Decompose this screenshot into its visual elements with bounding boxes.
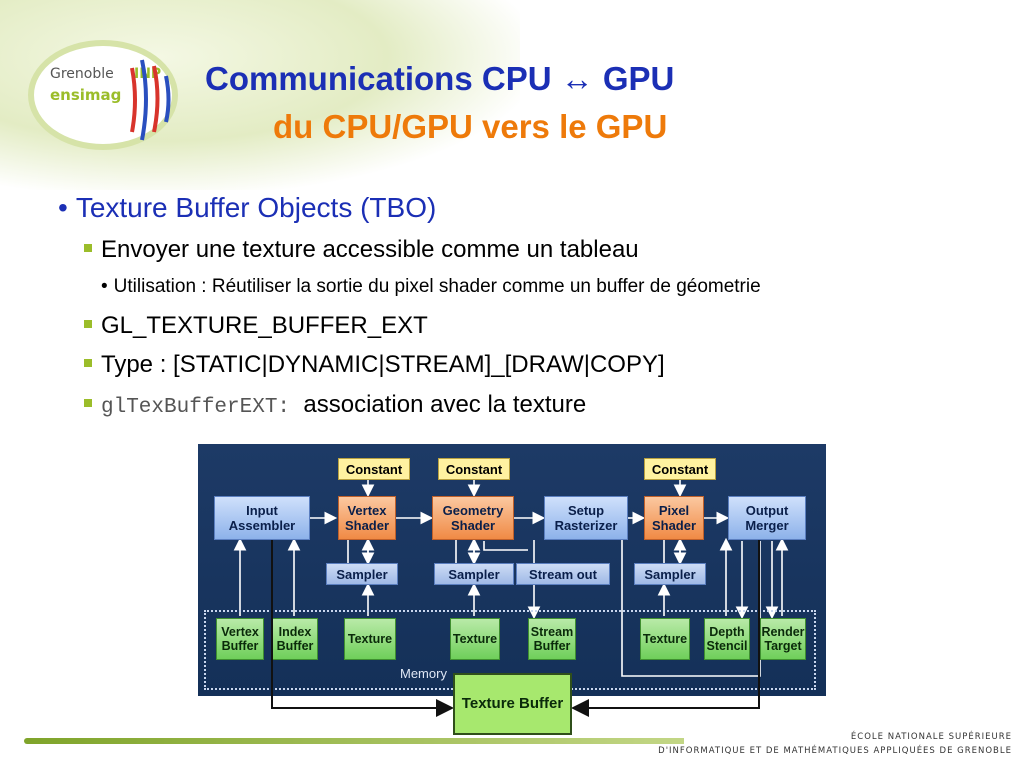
bullet-tbo: •Texture Buffer Objects (TBO) (58, 192, 436, 224)
slide-title-line2: du CPU/GPU vers le GPU (273, 108, 668, 145)
logo-text-ensimag: ensimag (50, 86, 122, 104)
constant-box-2: Constant (438, 458, 510, 480)
slide-title-line1: Communications CPU ↔ GPU (205, 60, 675, 97)
bullet-type: Type : [STATIC|DYNAMIC|STREAM]_[DRAW|COP… (84, 351, 665, 379)
square-bullet-icon (84, 319, 92, 328)
constant-box-1: Constant (338, 458, 410, 480)
gpu-pipeline-diagram: Constant Constant Constant Input Assembl… (198, 444, 826, 696)
depth-stencil-box: Depth Stencil (704, 618, 750, 660)
bullet-dot-icon: • (58, 192, 68, 223)
bullet-tbo-text: Texture Buffer Objects (TBO) (75, 192, 437, 223)
sampler-box-1: Sampler (326, 563, 398, 585)
footer-background (684, 728, 1024, 760)
code-gltexbufferext: glTexBufferEXT: (101, 396, 291, 419)
index-buffer-box: Index Buffer (272, 618, 318, 660)
bullet-envoyer: Envoyer une texture accessible comme un … (84, 236, 639, 264)
stream-out-box: Stream out (516, 563, 610, 585)
constant-box-3: Constant (644, 458, 716, 480)
footer-school-line2: D'INFORMATIQUE ET DE MATHÉMATIQUES APPLI… (658, 746, 1012, 756)
grenoble-inp-ensimag-logo: Grenoble INP ensimag (28, 40, 188, 150)
texture-box-1: Texture (344, 618, 396, 660)
memory-label: Memory (400, 666, 447, 681)
output-merger-box: Output Merger (728, 496, 806, 540)
sampler-box-2: Sampler (434, 563, 514, 585)
input-assembler-box: Input Assembler (214, 496, 310, 540)
vertex-buffer-box: Vertex Buffer (216, 618, 264, 660)
bullet-gltexbufferext: glTexBufferEXT: association avec la text… (84, 391, 586, 419)
square-bullet-icon (84, 358, 92, 367)
texture-buffer-box: Texture Buffer (453, 673, 572, 735)
geometry-shader-box: Geometry Shader (432, 496, 514, 540)
bullet-gl-texture-buffer-text: GL_TEXTURE_BUFFER_EXT (101, 312, 428, 339)
bullet-dot-icon: • (101, 276, 108, 297)
bullet-envoyer-text: Envoyer une texture accessible comme un … (101, 236, 639, 263)
bullet-type-text: Type : [STATIC|DYNAMIC|STREAM]_[DRAW|COP… (101, 351, 665, 378)
bullet-utilisation: •Utilisation : Réutiliser la sortie du p… (101, 276, 761, 298)
pixel-shader-box: Pixel Shader (644, 496, 704, 540)
footer-school-line1: ÉCOLE NATIONALE SUPÉRIEURE (850, 732, 1012, 742)
square-bullet-icon (84, 243, 92, 252)
bullet-utilisation-text: Utilisation : Réutiliser la sortie du pi… (113, 276, 761, 297)
stream-buffer-box: Stream Buffer (528, 618, 576, 660)
bullet-gltexbufferext-text: association avec la texture (303, 391, 587, 418)
logo-stripes-icon (130, 59, 171, 141)
footer-line (24, 738, 1014, 744)
logo-text-grenoble: Grenoble (50, 66, 114, 82)
setup-rasterizer-box: Setup Rasterizer (544, 496, 628, 540)
bullet-gl-texture-buffer: GL_TEXTURE_BUFFER_EXT (84, 312, 428, 340)
square-bullet-icon (84, 398, 92, 407)
sampler-box-3: Sampler (634, 563, 706, 585)
texture-box-3: Texture (640, 618, 690, 660)
texture-box-2: Texture (450, 618, 500, 660)
render-target-box: Render Target (760, 618, 806, 660)
vertex-shader-box: Vertex Shader (338, 496, 396, 540)
